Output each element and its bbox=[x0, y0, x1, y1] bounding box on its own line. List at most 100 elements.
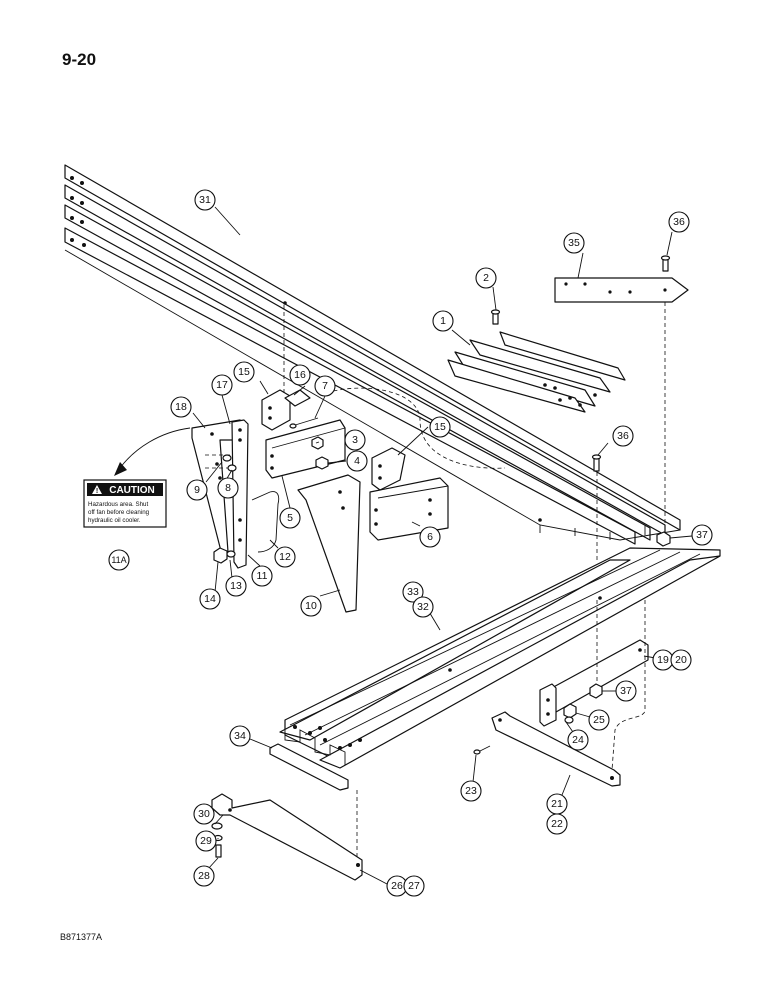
bar-17 bbox=[231, 419, 249, 569]
callout-20: 20 bbox=[670, 649, 692, 671]
callout-31: 31 bbox=[194, 189, 216, 211]
svg-text:16: 16 bbox=[294, 369, 306, 381]
block-24 bbox=[539, 683, 557, 727]
svg-text:9: 9 bbox=[194, 484, 200, 496]
callout-12: 12 bbox=[274, 546, 296, 568]
callout-10: 10 bbox=[300, 595, 322, 617]
svg-text:22: 22 bbox=[551, 818, 563, 830]
bracket-6 bbox=[369, 477, 449, 541]
callout-28: 28 bbox=[193, 865, 215, 887]
svg-text:24: 24 bbox=[572, 734, 584, 746]
guide-curve bbox=[319, 387, 506, 469]
callout-21: 21 bbox=[546, 793, 568, 815]
figure-code: B871377A bbox=[60, 932, 103, 942]
svg-text:1: 1 bbox=[440, 315, 446, 327]
svg-text:33: 33 bbox=[407, 586, 419, 598]
callout-14: 14 bbox=[199, 588, 221, 610]
svg-text:2: 2 bbox=[483, 272, 489, 284]
svg-text:4: 4 bbox=[354, 455, 360, 467]
svg-text:10: 10 bbox=[305, 600, 317, 612]
svg-text:29: 29 bbox=[200, 835, 212, 847]
svg-text:36: 36 bbox=[673, 216, 685, 228]
svg-text:25: 25 bbox=[593, 714, 605, 726]
callout-16: 16 bbox=[289, 364, 311, 386]
decal-line-2: off fan before cleaning bbox=[88, 509, 150, 516]
decal-arrow bbox=[119, 427, 191, 469]
callout-1: 1 bbox=[432, 310, 454, 332]
callout-18: 18 bbox=[170, 396, 192, 418]
svg-text:3: 3 bbox=[352, 434, 358, 446]
callout-4: 4 bbox=[346, 450, 368, 472]
callout-25: 25 bbox=[588, 709, 610, 731]
gusset-10 bbox=[297, 474, 361, 613]
channel-pieces bbox=[447, 331, 626, 413]
svg-text:18: 18 bbox=[175, 401, 187, 413]
callouts: 31 2 1 35 36 36 37 15 16 7 17 18 3 4 15 … bbox=[108, 189, 713, 897]
callout-23: 23 bbox=[460, 780, 482, 802]
svg-text:20: 20 bbox=[675, 654, 687, 666]
svg-text:34: 34 bbox=[234, 730, 246, 742]
callout-27: 27 bbox=[403, 875, 425, 897]
callout-15-left: 15 bbox=[233, 361, 255, 383]
bracket-15-upper bbox=[261, 389, 291, 431]
callout-3: 3 bbox=[344, 429, 366, 451]
nut-4 bbox=[315, 456, 329, 470]
callout-36-top: 36 bbox=[668, 211, 690, 233]
svg-text:36: 36 bbox=[617, 430, 629, 442]
callout-11A: 11A bbox=[108, 549, 130, 571]
svg-text:6: 6 bbox=[427, 531, 433, 543]
plate-35 bbox=[554, 277, 689, 303]
svg-text:7: 7 bbox=[322, 380, 328, 392]
svg-text:15: 15 bbox=[238, 366, 250, 378]
svg-text:37: 37 bbox=[696, 529, 708, 541]
svg-text:11: 11 bbox=[257, 570, 268, 582]
callout-22: 22 bbox=[546, 813, 568, 835]
nuts-13-14 bbox=[213, 547, 236, 564]
washers-9-8 bbox=[222, 454, 237, 472]
callout-35: 35 bbox=[563, 232, 585, 254]
guide-line-21 bbox=[611, 600, 646, 771]
svg-text:19: 19 bbox=[657, 654, 669, 666]
svg-text:14: 14 bbox=[204, 593, 216, 605]
svg-text:23: 23 bbox=[465, 785, 477, 797]
bracket-21 bbox=[491, 711, 621, 787]
svg-text:11A: 11A bbox=[111, 555, 126, 565]
bolt-23 bbox=[473, 745, 491, 755]
callout-5: 5 bbox=[279, 507, 301, 529]
callout-30: 30 bbox=[193, 803, 215, 825]
bolt-36-top bbox=[660, 255, 671, 272]
upper-rail-assembly bbox=[64, 164, 681, 545]
bracket-5 bbox=[265, 419, 346, 479]
bracket-19 bbox=[547, 639, 649, 713]
svg-text:27: 27 bbox=[408, 880, 420, 892]
svg-text:!: ! bbox=[96, 488, 98, 495]
caution-decal: ! CAUTION Hazardous area. Shut off fan b… bbox=[83, 479, 167, 528]
decal-line-3: hydraulic oil cooler. bbox=[88, 517, 141, 524]
lower-rail-assembly bbox=[279, 547, 721, 769]
callout-8: 8 bbox=[217, 477, 239, 499]
leader-lines bbox=[192, 206, 693, 885]
svg-text:8: 8 bbox=[225, 482, 231, 494]
nut-37-lower bbox=[589, 683, 603, 699]
svg-text:32: 32 bbox=[417, 601, 429, 613]
svg-text:13: 13 bbox=[230, 580, 242, 592]
nut-37-upper bbox=[656, 531, 671, 547]
bolt-36-lower bbox=[591, 454, 602, 472]
bracket-15-right bbox=[371, 447, 406, 491]
callout-36-mid: 36 bbox=[612, 425, 634, 447]
bracket-16 bbox=[284, 389, 311, 407]
svg-text:30: 30 bbox=[198, 808, 210, 820]
callout-34: 34 bbox=[229, 725, 251, 747]
nut-3 bbox=[311, 436, 324, 450]
u-bolt-12 bbox=[251, 491, 280, 553]
svg-text:26: 26 bbox=[391, 880, 403, 892]
nut-25 bbox=[563, 703, 577, 724]
svg-text:12: 12 bbox=[279, 551, 291, 563]
callout-13: 13 bbox=[225, 575, 247, 597]
callout-33: 33 bbox=[402, 581, 424, 603]
callout-2: 2 bbox=[475, 267, 497, 289]
callout-6: 6 bbox=[419, 526, 441, 548]
svg-text:31: 31 bbox=[199, 194, 211, 206]
bolt-7 bbox=[289, 417, 319, 429]
callout-37-upper: 37 bbox=[691, 524, 713, 546]
